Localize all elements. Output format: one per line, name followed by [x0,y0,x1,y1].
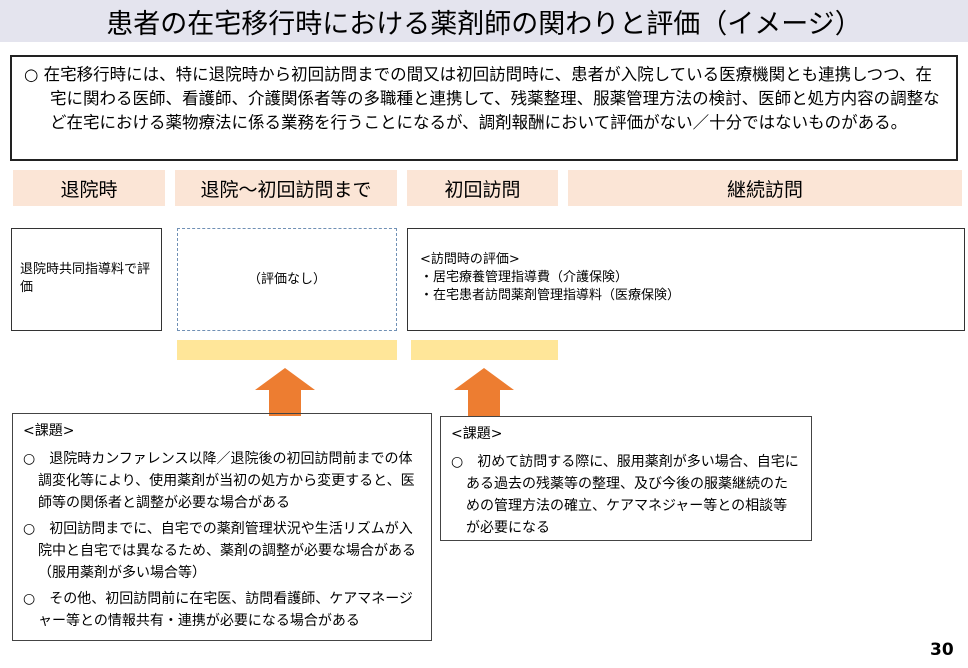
title-band: 患者の在宅移行時における薬剤師の関わりと評価（イメージ） [0,0,968,42]
issue-item: ○ 初めて訪問する際に、服用薬剤が多い場合、自宅にある過去の残薬等の整理、及び今… [451,454,799,536]
visit-evaluation-heading: <訪問時の評価> [420,252,520,267]
issues-box-pre-visit: <課題> ○ 退院時カンファレンス以降／退院後の初回訪問前までの体調変化等により… [12,413,432,641]
visit-evaluation-box: <訪問時の評価> ・居宅療養管理指導費（介護保険） ・在宅患者訪問薬剤管理指導料… [407,228,965,331]
page-title: 患者の在宅移行時における薬剤師の関わりと評価（イメージ） [106,8,862,40]
discharge-evaluation-box: 退院時共同指導料で評価 [11,228,162,331]
up-arrow-icon [454,368,514,416]
phase-header-pre-visit: 退院～初回訪問まで [175,170,397,206]
gap-highlight-bar [411,340,558,360]
intro-box: ○ 在宅移行時には、特に退院時から初回訪問までの間又は初回訪問時に、患者が入院し… [10,55,958,161]
pre-visit-evaluation-text: （評価なし） [247,271,326,287]
issues-heading: <課題> [23,423,75,439]
up-arrow-icon [255,368,315,416]
issue-item: ○ その他、初回訪問前に在宅医、訪問看護師、ケアマネージャー等との情報共有・連携… [23,591,413,629]
issue-item: ○ 初回訪問までに、自宅での薬剤管理状況や生活リズムが入院中と自宅では異なるため… [23,521,416,581]
intro-text: ○ 在宅移行時には、特に退院時から初回訪問までの間又は初回訪問時に、患者が入院し… [24,65,940,132]
phase-header-first-visit: 初回訪問 [407,170,558,206]
gap-highlight-bar [177,340,397,360]
visit-evaluation-item: ・居宅療養管理指導費（介護保険） [420,270,629,285]
phase-header-discharge: 退院時 [13,170,165,206]
discharge-evaluation-text: 退院時共同指導料で評価 [20,262,151,295]
pre-visit-evaluation-box: （評価なし） [177,228,397,331]
page-number: 30 [930,640,954,660]
phase-header-continued-visit: 継続訪問 [568,170,962,206]
issues-box-first-visit: <課題> ○ 初めて訪問する際に、服用薬剤が多い場合、自宅にある過去の残薬等の整… [440,416,812,541]
issue-item: ○ 退院時カンファレンス以降／退院後の初回訪問前までの体調変化等により、使用薬剤… [23,451,415,511]
issues-heading: <課題> [451,426,503,442]
visit-evaluation-item: ・在宅患者訪問薬剤管理指導料（医療保険） [420,288,681,303]
